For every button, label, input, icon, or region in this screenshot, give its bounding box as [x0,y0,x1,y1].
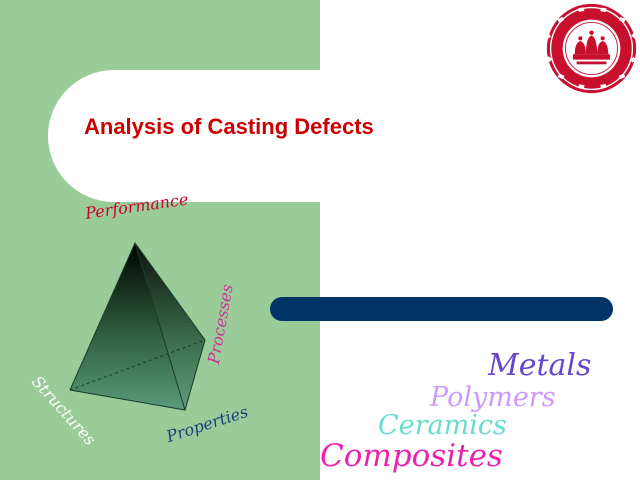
accent-bar [270,297,613,321]
university-seal-logo [545,3,638,94]
slide-title: Analysis of Casting Defects [84,114,374,139]
tetrahedron-edges [69,242,206,411]
material-composites: Composites [320,438,503,474]
material-polymers: Polymers [430,382,556,413]
material-metals: Metals [488,348,592,383]
tetrahedron-face-left [70,243,185,410]
title-band [48,70,320,202]
tetrahedron-front-edge [134,242,186,411]
tetrahedron-face-right [135,243,205,410]
material-ceramics: Ceramics [378,410,507,441]
